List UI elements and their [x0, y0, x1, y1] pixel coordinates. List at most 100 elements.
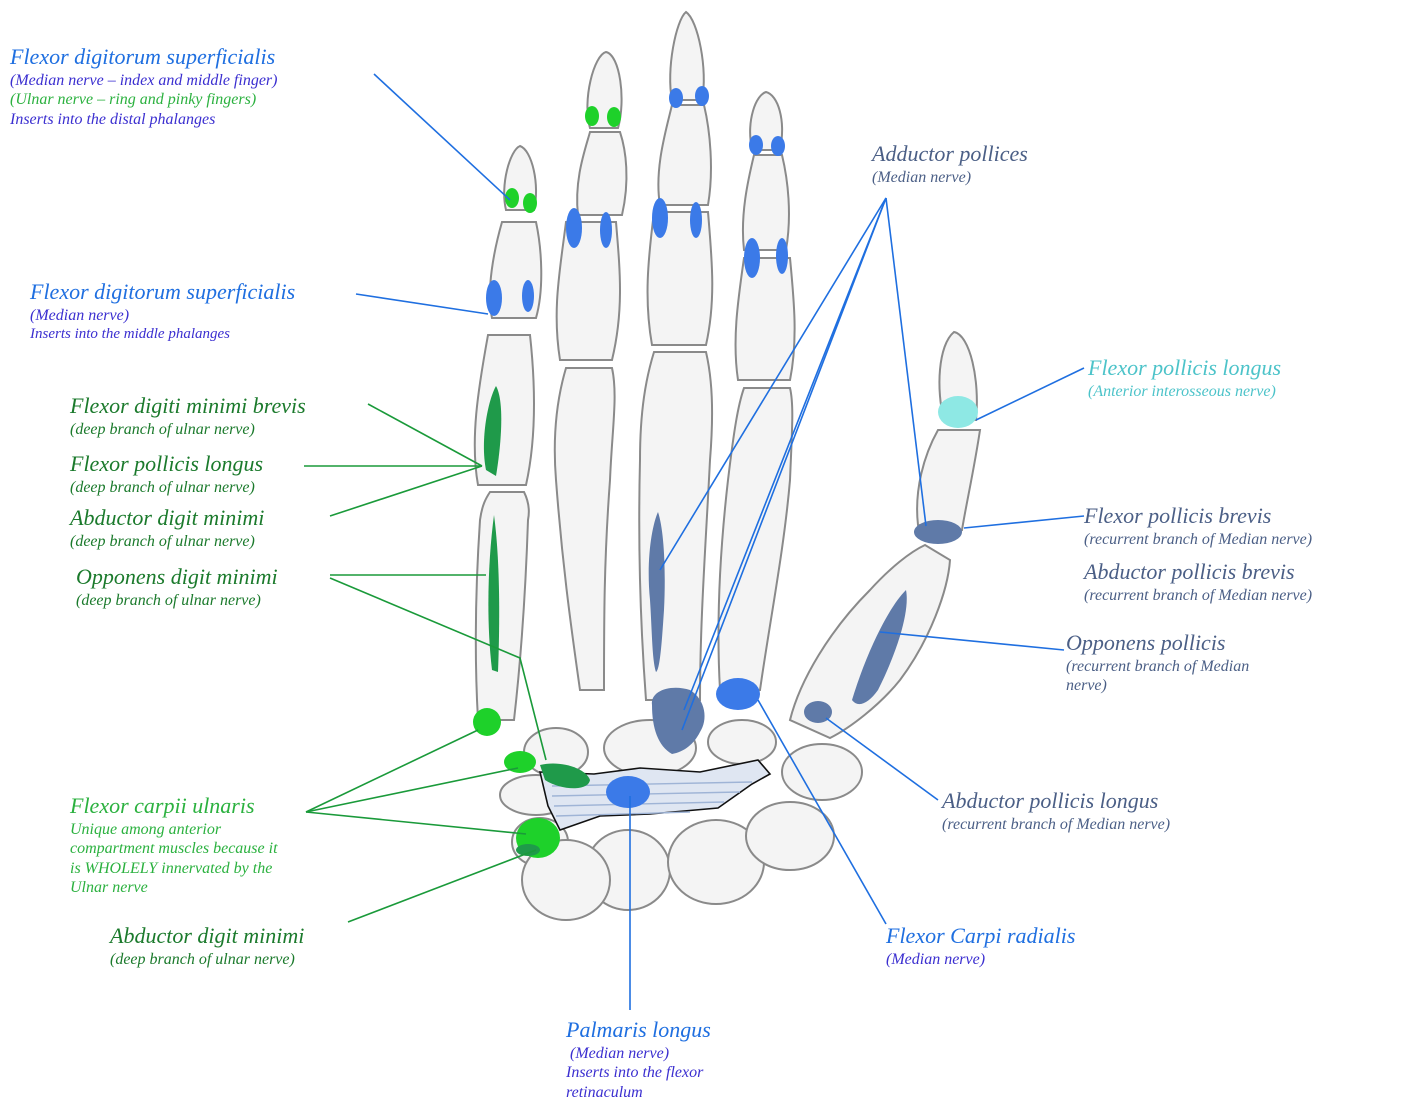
- label-note: retinaculum: [566, 1083, 711, 1103]
- fds-middle-mark: [652, 198, 668, 238]
- label-apb: Abductor pollicis brevis (recurrent bran…: [1084, 559, 1312, 605]
- fds-distal-mark: [607, 107, 621, 127]
- fpb-leader: [964, 516, 1084, 528]
- middle-distal-phalanx: [670, 12, 704, 100]
- fds-middle-mark: [486, 280, 502, 316]
- fds-distal-mark: [695, 86, 709, 106]
- label-note: Unique among anterior: [70, 820, 278, 840]
- label-title: Flexor digitorum superficialis: [10, 44, 277, 71]
- fds-distal-mark: [771, 136, 785, 156]
- label-nerve: (deep branch of ulnar nerve): [70, 478, 263, 498]
- adductor-leader-3: [886, 198, 926, 526]
- label-fds-distal: Flexor digitorum superficialis (Median n…: [10, 44, 277, 129]
- fds-middle-leader: [356, 294, 488, 314]
- label-nerve: (deep branch of ulnar nerve): [110, 950, 304, 970]
- fds-distal-mark: [523, 193, 537, 213]
- label-nerve: (recurrent branch of Median nerve): [942, 815, 1170, 835]
- thumb-proximal-phalanx: [917, 430, 980, 530]
- fpl-thumb-mark: [938, 396, 978, 428]
- label-nerve: (recurrent branch of Median: [1066, 657, 1249, 677]
- fds-middle-mark: [744, 238, 760, 278]
- label-fdmb: Flexor digiti minimi brevis (deep branch…: [70, 393, 306, 439]
- label-nerve: (recurrent branch of Median nerve): [1084, 586, 1312, 606]
- label-title: Abductor pollicis brevis: [1084, 559, 1312, 586]
- label-title: Flexor Carpi radialis: [886, 923, 1075, 950]
- label-nerve: (deep branch of ulnar nerve): [76, 591, 278, 611]
- label-title: Palmaris longus: [566, 1017, 711, 1044]
- label-note: Inserts into the distal phalanges: [10, 110, 277, 130]
- label-title: Abductor digit minimi: [70, 505, 264, 532]
- label-title: Opponens digit minimi: [76, 564, 278, 591]
- fds-distal-leader: [374, 74, 510, 200]
- label-note: compartment muscles because it: [70, 839, 278, 859]
- index-middle-phalanx: [577, 132, 626, 215]
- label-apl: Abductor pollicis longus (recurrent bran…: [942, 788, 1170, 834]
- label-nerve: (deep branch of ulnar nerve): [70, 532, 264, 552]
- fpb-mark: [914, 520, 962, 544]
- palmaris-mark: [606, 776, 650, 808]
- middle-metacarpal: [639, 352, 712, 700]
- label-nerve: nerve): [1066, 676, 1249, 696]
- trapezoid-bone: [708, 720, 776, 764]
- label-nerve: (Median nerve): [872, 168, 1028, 188]
- fds-middle-mark: [690, 202, 702, 238]
- fds-middle-mark: [600, 212, 612, 248]
- fcu-leader-1: [306, 730, 478, 812]
- label-palmaris: Palmaris longus (Median nerve) Inserts i…: [566, 1017, 711, 1102]
- fds-distal-mark: [749, 135, 763, 155]
- label-adm-lower: Abductor digit minimi (deep branch of ul…: [110, 923, 304, 969]
- label-title: Flexor carpii ulnaris: [70, 793, 278, 820]
- label-title: Flexor digiti minimi brevis: [70, 393, 306, 420]
- label-nerve: (Median nerve): [886, 950, 1075, 970]
- label-title: Flexor pollicis longus: [1088, 355, 1281, 382]
- fds-middle-mark: [522, 280, 534, 312]
- little-metacarpal: [476, 492, 529, 720]
- fds-distal-mark: [585, 106, 599, 126]
- label-nerve: (recurrent branch of Median nerve): [1084, 530, 1312, 550]
- fdmb-leader: [368, 404, 482, 466]
- adm-pisiform-mark: [516, 844, 540, 856]
- label-opp: Opponens pollicis (recurrent branch of M…: [1066, 630, 1249, 696]
- label-fpl-left: Flexor pollicis longus (deep branch of u…: [70, 451, 263, 497]
- label-nerve: (Ulnar nerve – ring and pinky fingers): [10, 90, 277, 110]
- fcr-mark: [716, 678, 760, 710]
- label-note: Ulnar nerve: [70, 878, 278, 898]
- label-title: Adductor pollices: [872, 141, 1028, 168]
- label-adm-upper: Abductor digit minimi (deep branch of ul…: [70, 505, 264, 551]
- label-nerve: (Median nerve): [566, 1044, 711, 1064]
- label-adductor: Adductor pollices (Median nerve): [872, 141, 1028, 187]
- label-odm: Opponens digit minimi (deep branch of ul…: [76, 564, 278, 610]
- little-proximal-phalanx: [475, 335, 534, 485]
- index-metacarpal: [555, 368, 615, 690]
- trapezium-bone: [782, 744, 862, 800]
- ring-middle-phalanx: [743, 155, 789, 250]
- label-fds-middle: Flexor digitorum superficialis (Median n…: [30, 279, 295, 344]
- fds-middle-mark: [776, 238, 788, 274]
- label-fcu: Flexor carpii ulnaris Unique among anter…: [70, 793, 278, 898]
- label-title: Abductor digit minimi: [110, 923, 304, 950]
- adm-lower-leader: [348, 850, 536, 922]
- fds-middle-mark: [566, 208, 582, 248]
- fcu-leader-2: [306, 768, 518, 812]
- label-title: Flexor digitorum superficialis: [30, 279, 295, 306]
- label-nerve: (Median nerve – index and middle finger): [10, 71, 277, 91]
- label-title: Abductor pollicis longus: [942, 788, 1170, 815]
- fds-distal-mark: [669, 88, 683, 108]
- label-note: Inserts into the middle phalanges: [30, 325, 295, 343]
- middle-middle-phalanx: [658, 105, 711, 205]
- label-nerve: (Median nerve): [30, 306, 295, 326]
- label-note: Inserts into the flexor: [566, 1063, 711, 1083]
- fcu-leader-3: [306, 812, 526, 834]
- adm-upper-leader: [330, 466, 482, 516]
- fpl-right-leader: [976, 368, 1084, 420]
- label-nerve: (deep branch of ulnar nerve): [70, 420, 306, 440]
- label-fpb: Flexor pollicis brevis (recurrent branch…: [1084, 503, 1312, 549]
- label-fcr: Flexor Carpi radialis (Median nerve): [886, 923, 1075, 969]
- label-title: Flexor pollicis longus: [70, 451, 263, 478]
- label-title: Opponens pollicis: [1066, 630, 1249, 657]
- index-proximal-phalanx: [557, 222, 620, 360]
- label-note: is WHOLELY innervated by the: [70, 859, 278, 879]
- adm-mark: [473, 708, 501, 736]
- label-fpl-right: Flexor pollicis longus (Anterior interos…: [1088, 355, 1281, 401]
- label-nerve: (Anterior interosseous nerve): [1088, 382, 1281, 402]
